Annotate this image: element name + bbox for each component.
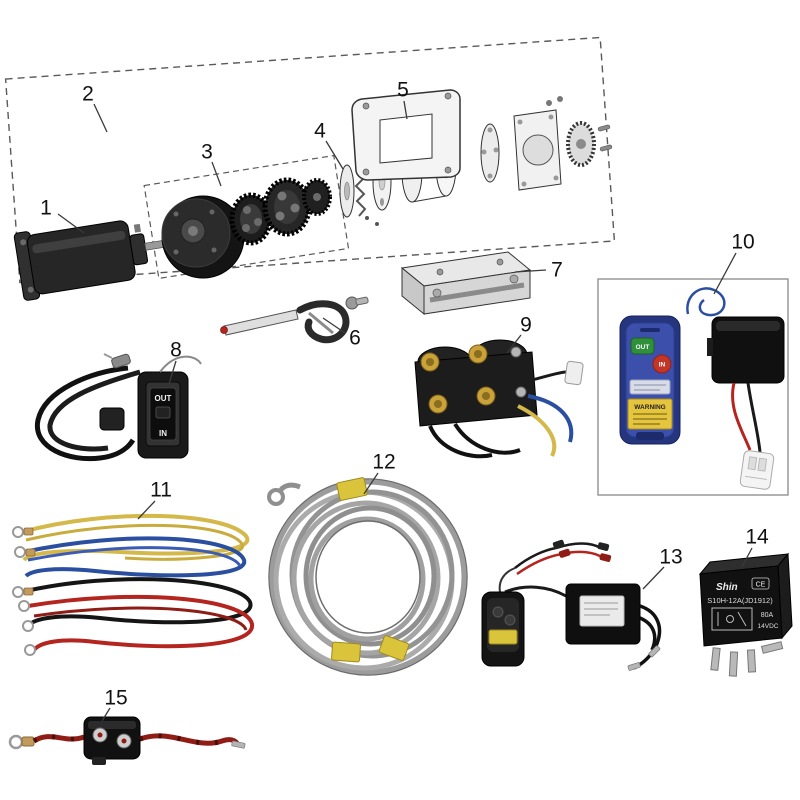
antenna-wire <box>686 287 726 317</box>
switch-out-label: OUT <box>155 394 172 403</box>
remote-warning-label: WARNING <box>634 404 665 411</box>
gearbox-illustration <box>161 177 332 279</box>
contactor-illustration <box>414 339 584 459</box>
mounting-bracket-illustration <box>351 89 461 181</box>
part-label-10: 10 <box>731 230 755 254</box>
relay-model-label: S10H-12A(JD1912) <box>707 596 773 605</box>
remote-in-button-label: IN <box>659 362 666 369</box>
contactor-studs <box>420 344 527 414</box>
drum-end-parts-illustration <box>480 96 613 191</box>
part-label-11: 11 <box>150 478 172 502</box>
part-label-4: 4 <box>314 119 326 143</box>
part-label-9: 9 <box>520 313 532 337</box>
assembly-outline-box <box>4 36 616 284</box>
part-label-13: 13 <box>659 545 683 569</box>
remote-receiver-illustration <box>481 539 662 671</box>
relay-illustration: Shin CE S10H-12A(JD1912) 80A 14VDC <box>698 552 793 677</box>
leader-lines <box>57 100 753 722</box>
remote-kit-illustration: OUT IN WARNING <box>597 278 789 496</box>
switch-in-label: IN <box>159 429 167 438</box>
relay-ce-mark: CE <box>756 582 766 589</box>
motor-illustration <box>13 220 176 301</box>
part-label-1: 1 <box>40 196 52 220</box>
gearbox-outline-box <box>143 154 350 280</box>
part-label-6: 6 <box>349 326 361 350</box>
switch-illustration: OUT IN <box>34 353 202 462</box>
harness-illustration <box>12 513 254 656</box>
relay-rating-label: 80A <box>761 612 774 619</box>
part-label-12: 12 <box>372 450 396 474</box>
part-label-14: 14 <box>745 525 769 549</box>
kit-connector <box>739 450 775 490</box>
cable-coil-illustration <box>267 477 468 676</box>
relay-voltage-label: 14VDC <box>758 623 779 630</box>
part-label-5: 5 <box>397 78 409 102</box>
hook-strap-illustration <box>220 296 369 344</box>
relay-brand-label: Shin <box>716 582 738 593</box>
remote-out-button-label: OUT <box>636 344 650 351</box>
fairlead-bracket-illustration <box>400 251 532 316</box>
part-label-2: 2 <box>82 82 94 106</box>
breaker-illustration <box>8 716 246 765</box>
part-label-3: 3 <box>201 140 213 164</box>
part-label-7: 7 <box>551 258 563 282</box>
part-label-8: 8 <box>170 338 182 362</box>
part-label-15: 15 <box>104 686 128 710</box>
